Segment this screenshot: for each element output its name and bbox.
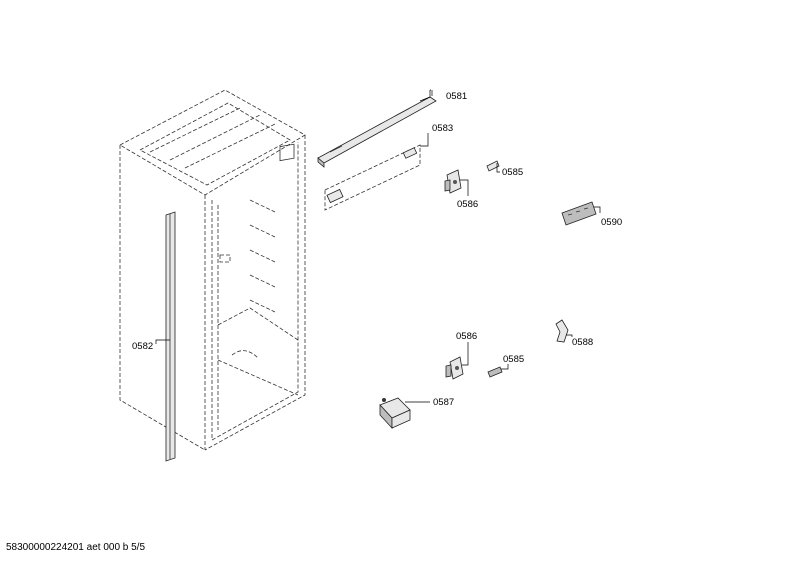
label-0585b[interactable]: 0585	[503, 354, 524, 365]
leader-lines	[155, 89, 601, 403]
part-0590-control[interactable]	[561, 201, 597, 226]
part-0583-panel[interactable]	[324, 144, 421, 211]
label-0582[interactable]: 0582	[132, 341, 153, 352]
part-0588-hook[interactable]	[555, 319, 569, 343]
part-0586a-bracket[interactable]	[444, 169, 462, 194]
label-0586a[interactable]: 0586	[457, 199, 478, 210]
part-0582-strip[interactable]	[165, 211, 176, 462]
part-0585b-tab[interactable]	[487, 366, 503, 378]
document-id: 58300000224201 aet 000 b 5/5	[6, 542, 146, 553]
label-0586b[interactable]: 0586	[456, 331, 477, 342]
part-labels: 0581 0583 0585 0586 0590 0582 0586 0588 …	[132, 91, 622, 408]
label-0581[interactable]: 0581	[446, 91, 467, 102]
label-0588[interactable]: 0588	[572, 337, 593, 348]
label-0587[interactable]: 0587	[433, 397, 454, 408]
label-0583[interactable]: 0583	[432, 123, 453, 134]
part-0587-hinge[interactable]	[379, 397, 411, 430]
part-0585a-tab[interactable]	[486, 160, 500, 172]
cabinet-housing	[119, 89, 306, 451]
label-0590[interactable]: 0590	[601, 217, 622, 228]
part-0586b-bracket[interactable]	[445, 356, 464, 380]
label-0585a[interactable]: 0585	[502, 167, 523, 178]
part-0581-rail[interactable]	[317, 96, 437, 168]
